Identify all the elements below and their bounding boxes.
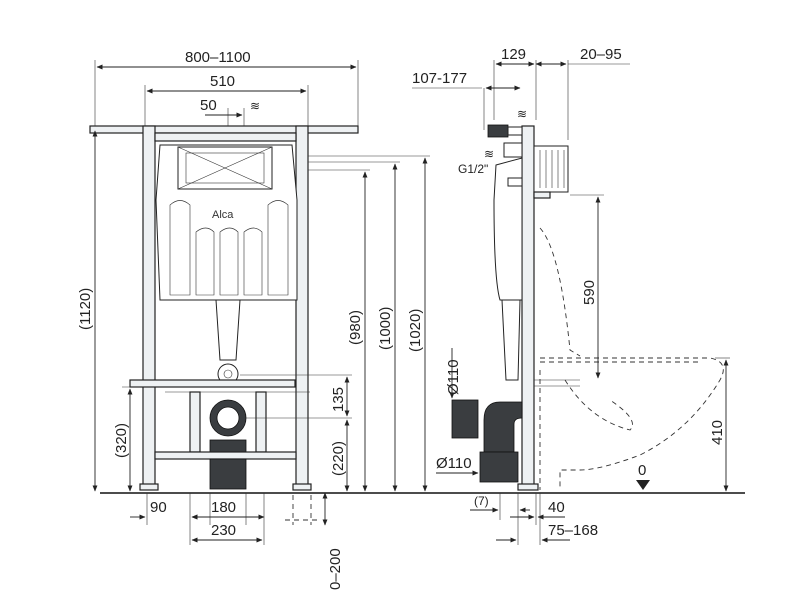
dim-width-75-168: 75–168 [548, 522, 598, 539]
dim-width-230: 230 [211, 522, 236, 539]
top-crossbar [154, 132, 297, 142]
dim-frame-width: 510 [210, 73, 235, 90]
left-post [142, 125, 156, 489]
bowl-connector [451, 399, 479, 439]
floor-zero-label: 0 [638, 462, 646, 479]
side-dimensions: 129 20–95 107-177 ≋ G1/2" ≋ 590 410 Ø110… [412, 46, 730, 545]
dim-water-inlet: G1/2" [458, 162, 488, 176]
dim-height-980: (980) [347, 310, 364, 345]
dim-depth-129: 129 [501, 46, 526, 63]
water-inlet-arrow-icon: ≋ [484, 147, 494, 161]
right-post [295, 125, 309, 489]
side-flush-plate [533, 145, 569, 193]
brand-label: Alca [212, 209, 234, 221]
dim-height-1120: (1120) [77, 288, 94, 330]
side-flush-pipe [501, 299, 521, 381]
cistern-ribs [169, 200, 289, 296]
dim-width-180: 180 [211, 499, 236, 516]
dim-pipe-upper: Ø110 [445, 359, 462, 395]
dim-height-220: (220) [330, 441, 347, 476]
dim-height-1000: (1000) [377, 307, 394, 350]
support-left [189, 391, 201, 453]
dim-pipe-lower: Ø110 [436, 455, 472, 472]
dim-depth-20-95: 20–95 [580, 46, 622, 63]
water-inlet-side-icon: ≋ [517, 107, 527, 121]
dim-height-590: 590 [581, 280, 598, 305]
floor-marker-icon [636, 480, 650, 490]
dim-floor-range: 0–200 [327, 548, 344, 590]
dim-width-40: 40 [548, 499, 565, 516]
side-drain-elbow [483, 401, 523, 453]
lower-crossbar [129, 379, 296, 388]
dim-offset-7: (7) [474, 494, 489, 508]
dim-height-1020: (1020) [407, 309, 424, 352]
inlet-fitting [503, 142, 523, 158]
support-right [255, 391, 267, 453]
dim-overall-width: 800–1100 [185, 49, 251, 66]
top-rail [89, 125, 359, 134]
bowl-outline-front [540, 357, 724, 490]
front-view: Alca [89, 125, 359, 525]
water-inlet-icon: ≋ [250, 99, 260, 113]
flush-pipe [215, 299, 241, 361]
foot-left [139, 483, 159, 491]
bottom-crossbar [154, 451, 297, 460]
dim-range-107-177: 107-177 [412, 70, 467, 87]
dim-width-90: 90 [150, 499, 167, 516]
side-post [521, 125, 535, 489]
dim-height-410: 410 [709, 420, 726, 445]
valve-body [487, 124, 509, 138]
dim-height-135: 135 [330, 387, 347, 412]
front-dimensions: 800–1100 510 50 ≋ (1120) (980) (1000) (1… [77, 49, 430, 590]
dim-height-320: (320) [113, 423, 130, 458]
drain-collar [209, 439, 247, 453]
drain-pipe [209, 458, 247, 490]
foot-right [292, 483, 312, 491]
flush-frame [185, 152, 265, 184]
bowl-outline-back [539, 227, 581, 357]
dim-offset-50: 50 [200, 97, 217, 114]
side-view [451, 88, 724, 491]
side-drain-pipe [479, 451, 519, 483]
